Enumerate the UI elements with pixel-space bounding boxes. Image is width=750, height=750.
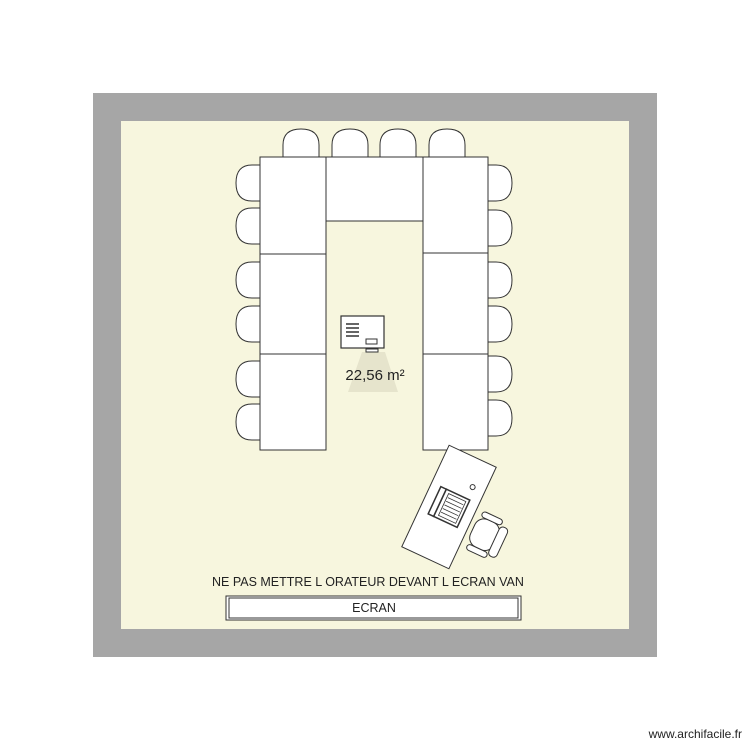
chair-icon [487, 355, 513, 393]
table-icon [259, 253, 327, 355]
chair-icon [282, 128, 320, 158]
chair-icon [428, 128, 466, 158]
laptop-icon [427, 485, 471, 529]
screen-label: ECRAN [352, 601, 396, 615]
area-label: 22,56 m² [345, 367, 404, 384]
table-icon [325, 156, 424, 222]
chair-icon [235, 305, 261, 343]
chair-icon [331, 128, 369, 158]
chair-icon [235, 360, 261, 398]
chair-icon [235, 261, 261, 299]
table-icon [422, 156, 489, 254]
chair-icon [487, 305, 513, 343]
speaker-warning-note: NE PAS METTRE L ORATEUR DEVANT L ECRAN V… [212, 575, 524, 589]
chair-icon [487, 399, 513, 437]
watermark: www.archifacile.fr [648, 727, 742, 741]
table-icon [259, 353, 327, 451]
chair-icon [487, 209, 513, 247]
table-icon [259, 156, 327, 255]
chair-icon [487, 261, 513, 299]
chair-icon [487, 164, 513, 202]
chair-icon [235, 164, 261, 202]
chair-icon [235, 207, 261, 245]
screen: ECRAN [225, 595, 522, 621]
office-chair-icon [466, 511, 509, 558]
table-icon [422, 252, 489, 355]
table-icon [422, 353, 489, 451]
chair-icon [235, 403, 261, 441]
desk-icon [401, 444, 497, 570]
chair-icon [379, 128, 417, 158]
projector-icon [340, 315, 398, 392]
